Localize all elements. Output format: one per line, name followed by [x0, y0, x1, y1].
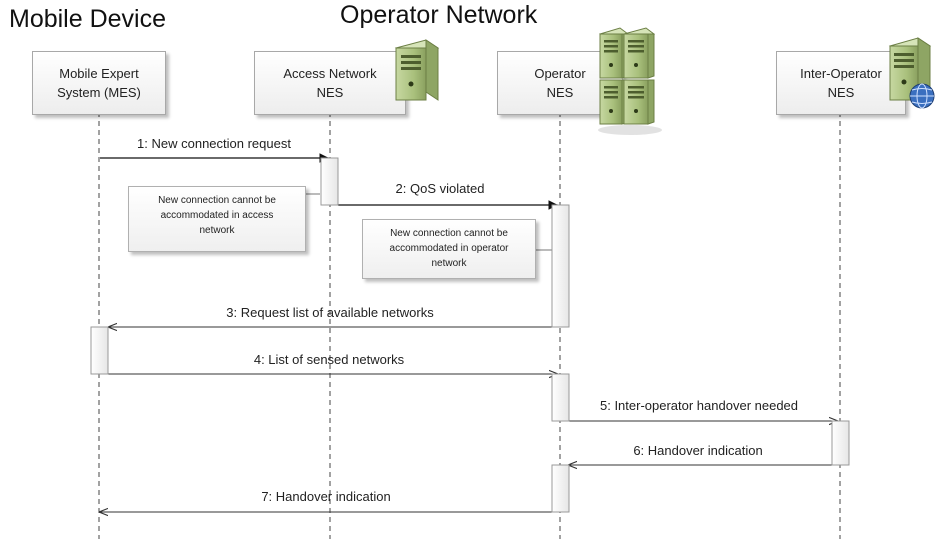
mobile-device-title: Mobile Device — [9, 5, 167, 33]
operator-network-title: Operator Network — [340, 1, 538, 29]
lifeline-operator-line2: NES — [546, 85, 574, 100]
activation-bar-operator-3 — [551, 464, 570, 513]
activation-bar-mes — [90, 326, 109, 375]
message-1-label: 1: New connection request — [137, 136, 291, 151]
lifeline-inter-line1: Inter-Operator — [800, 66, 882, 81]
lifeline-box-mes: Mobile Expert System (MES) — [32, 51, 166, 115]
lifeline-box-access: Access Network NES — [254, 51, 406, 115]
note-operator-line3: network — [431, 258, 467, 269]
message-6-label: 6: Handover indication — [633, 443, 763, 458]
activation-bar-inter — [831, 420, 850, 466]
message-7-label: 7: Handover indication — [261, 489, 391, 504]
note-operator-line2: accommodated in operator — [389, 243, 509, 254]
lifeline-inter-line2: NES — [827, 85, 855, 100]
lifeline-access-line1: Access Network — [283, 66, 377, 81]
server-cluster-icon — [598, 27, 662, 135]
server-globe-icon — [888, 37, 935, 109]
lifeline-access-line2: NES — [316, 85, 344, 100]
activation-bar-operator-1 — [551, 204, 570, 328]
lifeline-mes-line1: Mobile Expert — [59, 66, 139, 81]
activation-bar-access — [320, 157, 339, 206]
message-3-label: 3: Request list of available networks — [226, 305, 434, 320]
note-operator: New connection cannot be accommodated in… — [362, 219, 536, 279]
lifeline-box-inter: Inter-Operator NES — [776, 51, 906, 115]
note-access-line1: New connection cannot be — [158, 195, 276, 206]
server-icon — [394, 39, 440, 101]
note-access-line3: network — [199, 225, 235, 236]
note-operator-line1: New connection cannot be — [390, 228, 508, 239]
note-access: New connection cannot be accommodated in… — [128, 186, 306, 252]
lifeline-mes-line2: System (MES) — [57, 85, 141, 100]
lifeline-operator-line1: Operator — [534, 66, 586, 81]
message-2-label: 2: QoS violated — [395, 181, 485, 196]
message-4-label: 4: List of sensed networks — [253, 352, 405, 367]
activation-bar-operator-2 — [551, 373, 570, 422]
note-access-line2: accommodated in access — [160, 210, 274, 221]
message-5-label: 5: Inter-operator handover needed — [599, 398, 799, 413]
